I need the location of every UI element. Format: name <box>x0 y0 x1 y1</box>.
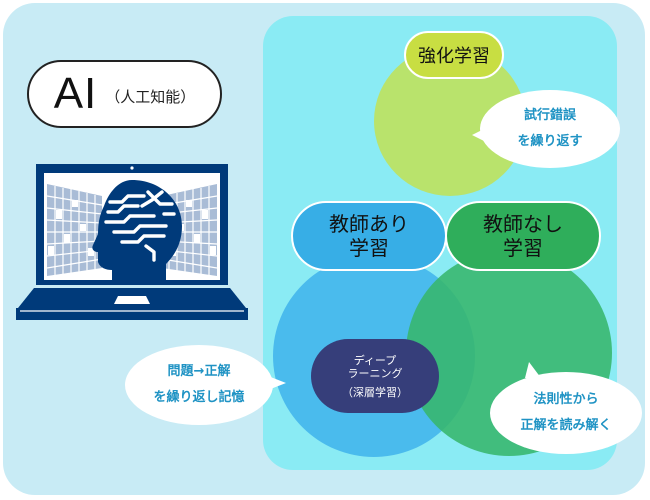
ai-title: AI <box>53 69 98 118</box>
deep-learning-label: ディープ ラーニング （深層学習） <box>311 339 439 413</box>
bubble-line: 問題→正解 <box>167 364 231 379</box>
unsupervised-label-line1: 教師なし <box>483 212 563 236</box>
supervised-learning-label: 教師あり 学習 <box>291 201 447 271</box>
reinforcement-speech-bubble: 試行錯誤 を繰り返す <box>480 90 620 168</box>
bubble-line: を繰り返し記憶 <box>153 390 245 405</box>
reinforcement-label-text: 強化学習 <box>418 46 490 67</box>
ai-subtitle: （人工知能） <box>105 87 196 106</box>
supervised-speech-bubble: 問題→正解 を繰り返し記憶 <box>125 345 273 425</box>
bubble-line: を繰り返す <box>517 134 583 149</box>
supervised-label-line2: 学習 <box>349 236 389 260</box>
bubble-line: 試行錯誤 <box>523 108 576 123</box>
ai-label: AI （人工知能） <box>27 60 222 128</box>
bubble-line: 正解を読み解く <box>520 418 612 433</box>
deep-learning-line2: ラーニング <box>347 366 403 380</box>
unsupervised-learning-label: 教師なし 学習 <box>445 201 601 271</box>
supervised-label-line1: 教師あり <box>329 212 409 236</box>
laptop-ai-brain-icon <box>16 164 248 320</box>
unsupervised-speech-bubble: 法則性から 正解を読み解く <box>490 372 642 454</box>
deep-learning-sub: （深層学習） <box>342 385 408 399</box>
deep-learning-line1: ディープ <box>353 353 397 367</box>
unsupervised-label-line2: 学習 <box>503 236 543 260</box>
reinforcement-learning-label: 強化学習 <box>404 31 504 79</box>
bubble-line: 法則性から <box>533 392 599 407</box>
